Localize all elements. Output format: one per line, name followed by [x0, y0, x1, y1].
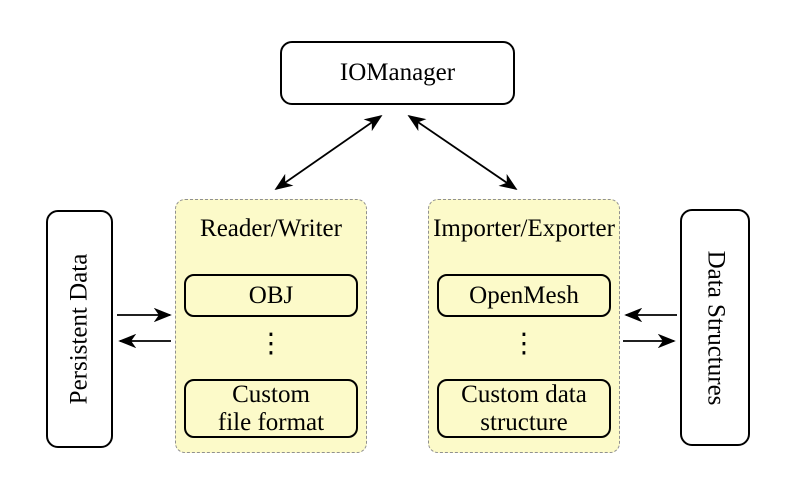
iomanager-readerwriter-arrow: [274, 114, 383, 191]
custom-file-format-line1: Custom: [232, 380, 310, 408]
data-structures-node: Data Structures: [680, 209, 750, 446]
custom-file-format-line2: file format: [217, 408, 325, 436]
openmesh-label: OpenMesh: [469, 281, 579, 309]
reader-writer-ellipsis: ⋮: [257, 328, 285, 359]
iomanager-node: IOManager: [280, 41, 515, 105]
persistent-data-node: Persistent Data: [46, 210, 113, 448]
obj-node: OBJ: [184, 274, 358, 317]
reader-writer-group: Reader/Writer OBJ ⋮ Custom file format: [175, 199, 367, 453]
obj-label: OBJ: [248, 281, 294, 309]
custom-file-format-node: Custom file format: [184, 379, 358, 438]
importer-exporter-group: Importer/Exporter OpenMesh ⋮ Custom data…: [428, 199, 620, 453]
custom-data-structure-line1: Custom data: [461, 380, 587, 408]
custom-data-structure-node: Custom data structure: [437, 379, 611, 438]
custom-data-structure-line2: structure: [480, 408, 568, 436]
reader-writer-title: Reader/Writer: [200, 215, 342, 242]
importer-exporter-title: Importer/Exporter: [433, 215, 615, 242]
openmesh-node: OpenMesh: [437, 274, 611, 317]
iomanager-importerexporter-arrow: [407, 114, 518, 191]
data-structures-label: Data Structures: [702, 250, 729, 405]
iomanager-label: IOManager: [339, 59, 456, 86]
importer-exporter-ellipsis: ⋮: [510, 328, 538, 359]
persistent-data-label: Persistent Data: [65, 253, 93, 405]
